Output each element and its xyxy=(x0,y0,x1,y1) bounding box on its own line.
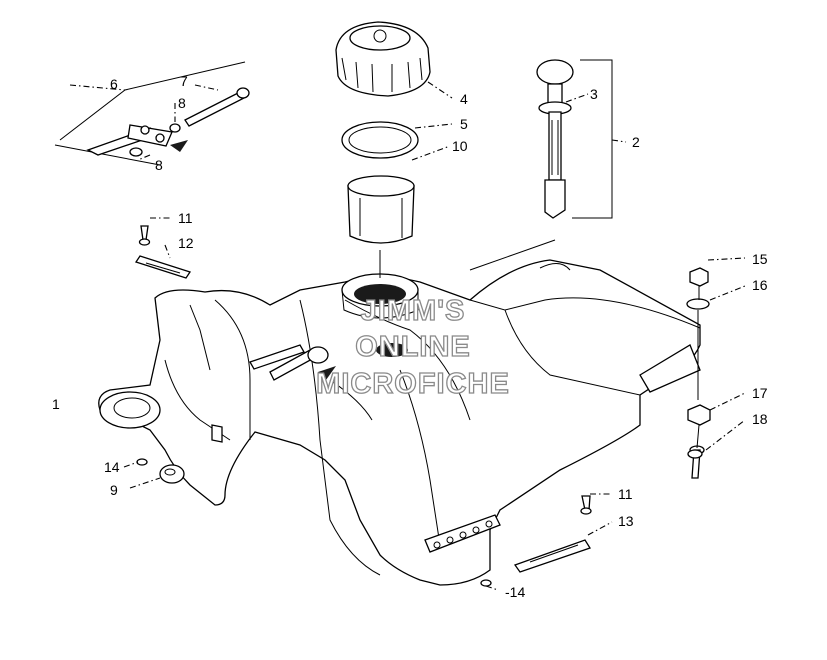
label-4: 4 xyxy=(460,91,468,107)
washer-14-bottom xyxy=(480,579,492,587)
label-14-bottom: -14 xyxy=(505,584,525,600)
label-8-lower: 8 xyxy=(155,157,163,173)
bracket-2 xyxy=(572,59,613,219)
label-11-lower: 11 xyxy=(618,486,633,502)
label-14-left: 14 xyxy=(104,459,120,475)
label-16: 16 xyxy=(752,277,768,293)
label-17: 17 xyxy=(752,385,768,401)
hardware-right xyxy=(686,267,711,479)
label-12: 12 xyxy=(178,235,194,251)
watermark-line-2: ONLINE xyxy=(355,331,471,363)
label-15: 15 xyxy=(752,251,768,267)
label-18: 18 xyxy=(752,411,768,427)
grommet-9 xyxy=(159,464,185,484)
watermark-line-1: JIMM'S xyxy=(361,295,466,327)
label-1: 1 xyxy=(52,396,60,412)
watermark-line-3: MICROFICHE xyxy=(316,368,510,400)
label-3: 3 xyxy=(590,86,598,102)
label-10: 10 xyxy=(452,138,468,154)
label-5: 5 xyxy=(460,116,468,132)
label-6: 6 xyxy=(110,76,118,92)
label-7: 7 xyxy=(180,73,188,89)
strap-13 xyxy=(513,539,591,573)
label-13: 13 xyxy=(618,513,634,529)
cap-gasket xyxy=(341,121,419,159)
gas-cap xyxy=(335,21,431,97)
strap-12 xyxy=(134,255,192,279)
fuel-tank xyxy=(98,259,701,586)
label-2: 2 xyxy=(632,134,640,150)
vent-assembly xyxy=(54,61,250,166)
label-11-upper: 11 xyxy=(178,210,193,226)
washer-14-left xyxy=(136,458,148,466)
callout-labels: 1 2 3 4 5 6 7 8 8 9 10 11 11 12 13 14 -1… xyxy=(52,73,768,600)
fuel-sender xyxy=(536,59,574,219)
screw-11-upper xyxy=(138,225,151,246)
screw-11-lower xyxy=(580,495,592,515)
watermark: JIMM'S ONLINE MICROFICHE xyxy=(316,294,510,400)
label-8-upper: 8 xyxy=(178,95,186,111)
leader-lines xyxy=(69,81,746,591)
filler-sleeve xyxy=(347,175,415,244)
label-9: 9 xyxy=(110,482,118,498)
